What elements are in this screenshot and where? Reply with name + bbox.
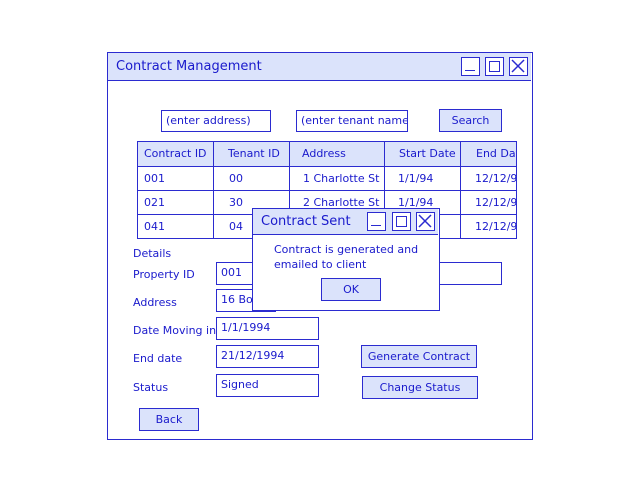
cell-address: 1 Charlotte St bbox=[303, 172, 380, 185]
cell-contract-id: 041 bbox=[144, 220, 165, 233]
table-row[interactable]: 021 30 2 Charlotte St 1/1/94 12/12/9 bbox=[138, 191, 517, 214]
minimize-icon[interactable] bbox=[461, 57, 480, 76]
status-label: Status bbox=[133, 381, 169, 394]
cell-tenant-id: 00 bbox=[229, 172, 243, 185]
dialog-message-line-1: Contract is generated and bbox=[274, 243, 419, 256]
column-header-contract-id[interactable]: Contract ID bbox=[144, 147, 207, 160]
window-title: Contract Management bbox=[116, 59, 262, 74]
cell-address: 2 Charlotte St bbox=[303, 196, 380, 209]
close-icon[interactable] bbox=[416, 212, 435, 231]
cell-end-date: 12/12/9 bbox=[475, 172, 517, 185]
end-date-field[interactable]: 21/12/1994 bbox=[216, 345, 319, 368]
cell-start-date: 1/1/94 bbox=[398, 196, 434, 209]
close-icon[interactable] bbox=[509, 57, 528, 76]
window-titlebar: Contract Management bbox=[108, 53, 531, 81]
status-field[interactable]: Signed bbox=[216, 374, 319, 397]
column-header-start-date[interactable]: Start Date bbox=[399, 147, 456, 160]
details-extra-field[interactable] bbox=[435, 262, 502, 285]
cell-start-date: 1/1/94 bbox=[398, 172, 434, 185]
address-search-input[interactable]: (enter address) bbox=[161, 110, 271, 132]
cell-end-date: 12/12/9 bbox=[475, 196, 517, 209]
date-moving-in-field[interactable]: 1/1/1994 bbox=[216, 317, 319, 340]
dialog-titlebar: Contract Sent bbox=[253, 209, 438, 235]
maximize-icon[interactable] bbox=[485, 57, 504, 76]
column-header-tenant-id[interactable]: Tenant ID bbox=[228, 147, 280, 160]
tenant-name-search-input[interactable]: (enter tenant name) bbox=[296, 110, 408, 132]
address-label: Address bbox=[133, 296, 177, 309]
column-header-end-date[interactable]: End Date bbox=[476, 147, 516, 160]
cell-tenant-id: 04 bbox=[229, 220, 243, 233]
cell-contract-id: 021 bbox=[144, 196, 165, 209]
ok-button[interactable]: OK bbox=[321, 278, 381, 301]
cell-end-date: 12/12/9 bbox=[475, 220, 517, 233]
end-date-label: End date bbox=[133, 352, 183, 365]
contracts-table: Contract ID Tenant ID Address Start Date… bbox=[137, 141, 517, 239]
back-button[interactable]: Back bbox=[139, 408, 199, 431]
contract-sent-dialog: Contract Sent Contract is generated and … bbox=[252, 208, 440, 311]
cell-tenant-id: 30 bbox=[229, 196, 243, 209]
cell-contract-id: 001 bbox=[144, 172, 165, 185]
dialog-message-line-2: emailed to client bbox=[274, 258, 367, 271]
table-row[interactable]: 001 00 1 Charlotte St 1/1/94 12/12/9 bbox=[138, 167, 517, 190]
minimize-icon[interactable] bbox=[367, 212, 386, 231]
column-header-address[interactable]: Address bbox=[302, 147, 346, 160]
row-divider bbox=[138, 190, 516, 191]
dialog-title: Contract Sent bbox=[261, 214, 351, 229]
date-moving-in-label: Date Moving in bbox=[133, 324, 217, 337]
maximize-icon[interactable] bbox=[392, 212, 411, 231]
property-id-label: Property ID bbox=[133, 268, 195, 281]
table-row[interactable]: 041 04 12/12/9 bbox=[138, 215, 517, 238]
search-button[interactable]: Search bbox=[439, 109, 502, 132]
table-header-row: Contract ID Tenant ID Address Start Date… bbox=[138, 142, 516, 167]
details-section-label: Details bbox=[133, 247, 172, 260]
generate-contract-button[interactable]: Generate Contract bbox=[361, 345, 477, 368]
change-status-button[interactable]: Change Status bbox=[362, 376, 478, 399]
